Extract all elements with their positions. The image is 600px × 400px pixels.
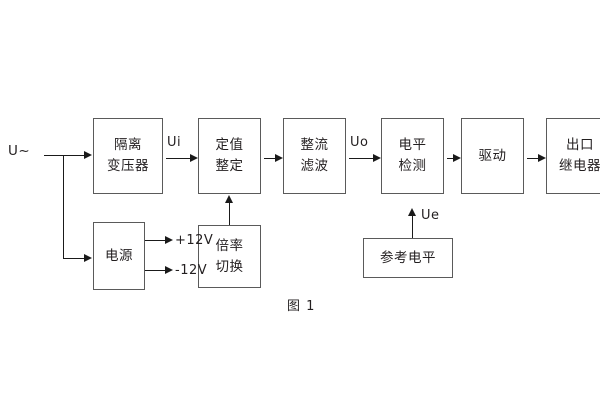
block-multiplier-switch-line1: 倍率 <box>215 237 244 254</box>
block-isolation-transformer[interactable]: 隔离 变压器 <box>93 118 163 194</box>
connector-isolation-to-setting-arrow-icon <box>190 153 198 162</box>
block-setting-value[interactable]: 定值 整定 <box>198 118 261 194</box>
block-level-detect[interactable]: 电平 检测 <box>381 118 444 194</box>
feed-to-isolation-transformer-arrow-icon <box>84 150 92 159</box>
input-bus-vertical-line <box>63 155 64 259</box>
block-output-relay-line2: 继电器 <box>559 158 600 174</box>
block-output-relay-line1: 出口 <box>566 137 594 154</box>
block-multiplier-switch-line2: 切换 <box>215 258 244 275</box>
connector-rectify-to-level-line <box>349 158 373 159</box>
connector-level-to-drive-arrow-icon <box>453 153 461 162</box>
connector-multiplier-to-setting-line <box>229 203 230 225</box>
block-rectify-filter-line1: 整流 <box>300 137 329 154</box>
block-isolation-transformer-line1: 隔离 <box>114 137 142 154</box>
block-drive[interactable]: 驱动 <box>461 118 524 194</box>
block-output-relay[interactable]: 出口 继电器 <box>546 118 600 194</box>
output-pos12v-arrow-icon <box>165 235 173 244</box>
connector-reference-to-level-line <box>412 216 413 238</box>
output-pos12v-line <box>145 240 166 241</box>
connector-isolation-to-setting-line <box>166 158 190 159</box>
block-setting-value-line1: 定值 <box>215 137 244 154</box>
figure-caption: 图 1 <box>287 299 316 314</box>
output-neg12v-arrow-icon <box>165 265 173 274</box>
block-multiplier-switch[interactable]: 倍率 切换 <box>198 225 261 288</box>
block-power-supply-line1: 电源 <box>105 247 133 264</box>
signal-label-ue: Ue <box>421 208 440 223</box>
block-rectify-filter-line2: 滤波 <box>300 158 329 174</box>
block-reference-level[interactable]: 参考电平 <box>363 238 453 278</box>
feed-to-isolation-transformer-line <box>63 155 84 156</box>
signal-label-uo: Uo <box>350 135 369 150</box>
connector-drive-to-relay-arrow-icon <box>538 153 546 162</box>
input-stub-line <box>44 155 64 156</box>
block-level-detect-line1: 电平 <box>398 137 427 154</box>
connector-setting-to-rectify-arrow-icon <box>275 153 283 162</box>
connector-rectify-to-level-arrow-icon <box>373 153 381 162</box>
block-power-supply[interactable]: 电源 <box>93 222 145 290</box>
output-neg12v-label: -12V <box>175 263 208 278</box>
feed-to-power-supply-line <box>63 258 84 259</box>
connector-multiplier-to-setting-arrow-icon <box>224 195 233 203</box>
block-isolation-transformer-line2: 变压器 <box>107 158 149 174</box>
connector-setting-to-rectify-line <box>264 158 276 159</box>
block-setting-value-line2: 整定 <box>215 158 244 174</box>
output-neg12v-line <box>145 270 166 271</box>
output-pos12v-label: +12V <box>175 233 214 248</box>
input-source-label: U~ <box>8 143 31 159</box>
feed-to-power-supply-arrow-icon <box>84 253 92 262</box>
block-reference-level-line1: 参考电平 <box>380 249 436 266</box>
block-level-detect-line2: 检测 <box>398 158 427 174</box>
connector-level-to-drive-line <box>447 158 454 159</box>
connector-reference-to-level-arrow-icon <box>407 208 416 216</box>
block-rectify-filter[interactable]: 整流 滤波 <box>283 118 346 194</box>
signal-label-ui: Ui <box>167 135 182 150</box>
block-drive-line1: 驱动 <box>478 147 507 164</box>
connector-drive-to-relay-line <box>527 158 539 159</box>
